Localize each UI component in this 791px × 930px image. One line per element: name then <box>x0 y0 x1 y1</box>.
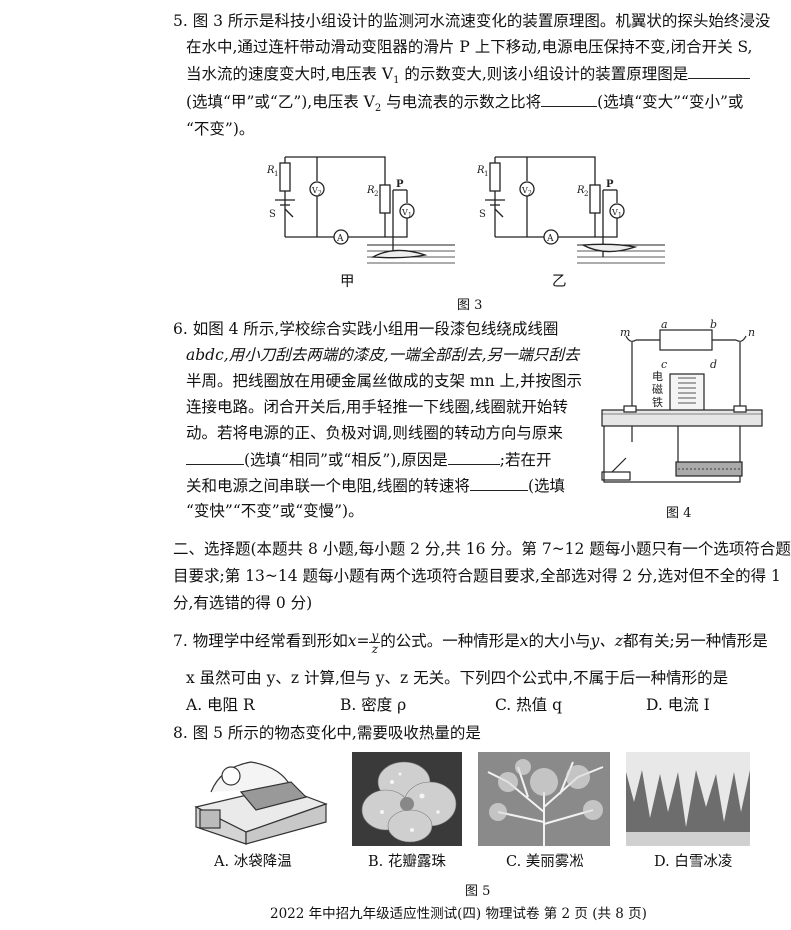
q8-option-a[interactable]: A. 冰袋降温 <box>214 854 292 870</box>
svg-text:2: 2 <box>318 190 322 197</box>
q5-line-4: (选填“甲”或“乙”),电压表 V2 与电流表的示数之比将(选填“变大”“变小”… <box>186 88 743 122</box>
svg-text:d: d <box>710 358 717 371</box>
svg-text:电: 电 <box>652 370 663 383</box>
snow-icicles-image <box>626 752 750 846</box>
svg-text:R: R <box>366 185 375 196</box>
svg-text:R: R <box>576 185 585 196</box>
svg-text:1: 1 <box>274 170 278 178</box>
q6-line-7: 关和电源之间串联一个电阻,线圈的转速将(选填 <box>186 472 565 499</box>
page-footer: 2022 年中招九年级适应性测试(四) 物理试卷 第 2 页 (共 8 页) <box>270 906 647 922</box>
q8-option-d[interactable]: D. 白雪冰凌 <box>654 854 733 870</box>
svg-text:铁: 铁 <box>652 396 663 409</box>
q5-line-5: “不变”)。 <box>186 120 255 138</box>
q6-line-8: “变快”“不变”或“变慢”)。 <box>186 502 364 520</box>
q8-option-b[interactable]: B. 花瓣露珠 <box>368 854 446 870</box>
svg-text:磁: 磁 <box>652 383 663 396</box>
figure-5-caption: 图 5 <box>465 884 491 899</box>
q7-line-2: x 虽然可由 y、z 计算,但与 y、z 无关。下列四个公式中,不属于后一种情形… <box>186 669 729 687</box>
q5-line-1: 5. 图 3 所示是科技小组设计的监测河水流速变化的装置原理图。机翼状的探头始终… <box>173 12 771 30</box>
q5-line-3: 当水流的速度变大时,电压表 V1 的示数变大,则该小组设计的装置原理图是 <box>186 60 751 94</box>
figure-3-caption: 图 3 <box>457 298 483 313</box>
svg-text:R: R <box>476 165 485 176</box>
section2-line-2: 目要求;第 13~14 题每小题有两个选项符合题目要求,全部选对得 2 分,选对… <box>173 567 781 585</box>
circuit-yi-label: 乙 <box>552 274 567 290</box>
figure-4-caption: 图 4 <box>666 506 692 521</box>
circuit-jia <box>275 156 455 264</box>
svg-text:b: b <box>710 318 717 331</box>
q8-line-1: 8. 图 5 所示的物态变化中,需要吸收热量的是 <box>173 724 481 742</box>
circuit-yi <box>485 156 665 264</box>
q6-line-5: 动。若将电源的正、负极对调,则线圈的转动方向与原来 <box>186 424 563 442</box>
svg-text:A: A <box>336 234 344 244</box>
svg-text:V: V <box>311 186 318 195</box>
svg-text:1: 1 <box>408 212 412 219</box>
svg-text:S: S <box>479 209 486 220</box>
svg-text:1: 1 <box>484 170 488 178</box>
svg-text:P: P <box>606 179 614 190</box>
q5-blank-1[interactable] <box>688 60 751 79</box>
q5-line-2: 在水中,通过连杆带动滑动变阻器的滑片 P 上下移动,电源电压保持不变,闭合开关 … <box>186 38 753 56</box>
q6-line-6: (选填“相同”或“相反”),原因是;若在开 <box>186 446 551 473</box>
svg-text:V: V <box>401 208 408 217</box>
circuit-jia-label: 甲 <box>340 274 355 290</box>
svg-text:1: 1 <box>618 212 622 219</box>
svg-text:R: R <box>266 165 275 176</box>
svg-text:2: 2 <box>528 190 532 197</box>
svg-text:V: V <box>611 208 618 217</box>
rime-trees-image <box>478 752 610 846</box>
svg-text:m: m <box>620 326 630 339</box>
figure-3-circuits: R 1 S A V 2 R 2 P V 1 R 1 S A V 2 R 2 P … <box>266 156 665 264</box>
q6-line-1: 6. 如图 4 所示,学校综合实践小组用一段漆包线绕成线圈 <box>173 320 559 338</box>
q6-line-3: 半周。把线圈放在用硬金属丝做成的支架 mn 上,并按图示 <box>186 372 582 390</box>
q7-option-c[interactable]: C. 热值 q <box>495 696 563 714</box>
svg-text:n: n <box>748 326 755 339</box>
ice-bag-cooling-image <box>186 752 336 846</box>
svg-text:P: P <box>396 179 404 190</box>
dew-petal-image <box>352 752 462 846</box>
section2-line-1: 二、选择题(本题共 8 小题,每小题 2 分,共 16 分。第 7~12 题每小… <box>173 540 791 558</box>
q6-line-4: 连接电路。闭合开关后,用手轻推一下线圈,线圈就开始转 <box>186 398 568 416</box>
svg-text:A: A <box>546 234 554 244</box>
svg-text:a: a <box>661 318 668 331</box>
q6-blank-1[interactable] <box>186 446 244 465</box>
q7-option-a[interactable]: A. 电阻 R <box>186 696 255 714</box>
q8-option-c[interactable]: C. 美丽雾凇 <box>506 854 584 870</box>
q6-blank-3[interactable] <box>469 472 528 491</box>
q7-option-d[interactable]: D. 电流 I <box>646 696 710 714</box>
q5-blank-2[interactable] <box>541 88 598 107</box>
section2-line-3: 分,有选错的得 0 分) <box>173 594 313 612</box>
q7-option-b[interactable]: B. 密度 ρ <box>340 696 407 714</box>
svg-text:c: c <box>661 358 667 371</box>
svg-text:S: S <box>269 209 276 220</box>
q6-blank-2[interactable] <box>447 446 500 465</box>
q6-line-2: abdc,用小刀刮去两端的漆皮,一端全部刮去,另一端只刮去 <box>186 346 580 364</box>
svg-text:2: 2 <box>584 190 588 198</box>
svg-text:2: 2 <box>374 190 378 198</box>
figure-4-motor: m n a b c d 电 磁 铁 <box>601 318 763 483</box>
svg-text:V: V <box>521 186 528 195</box>
